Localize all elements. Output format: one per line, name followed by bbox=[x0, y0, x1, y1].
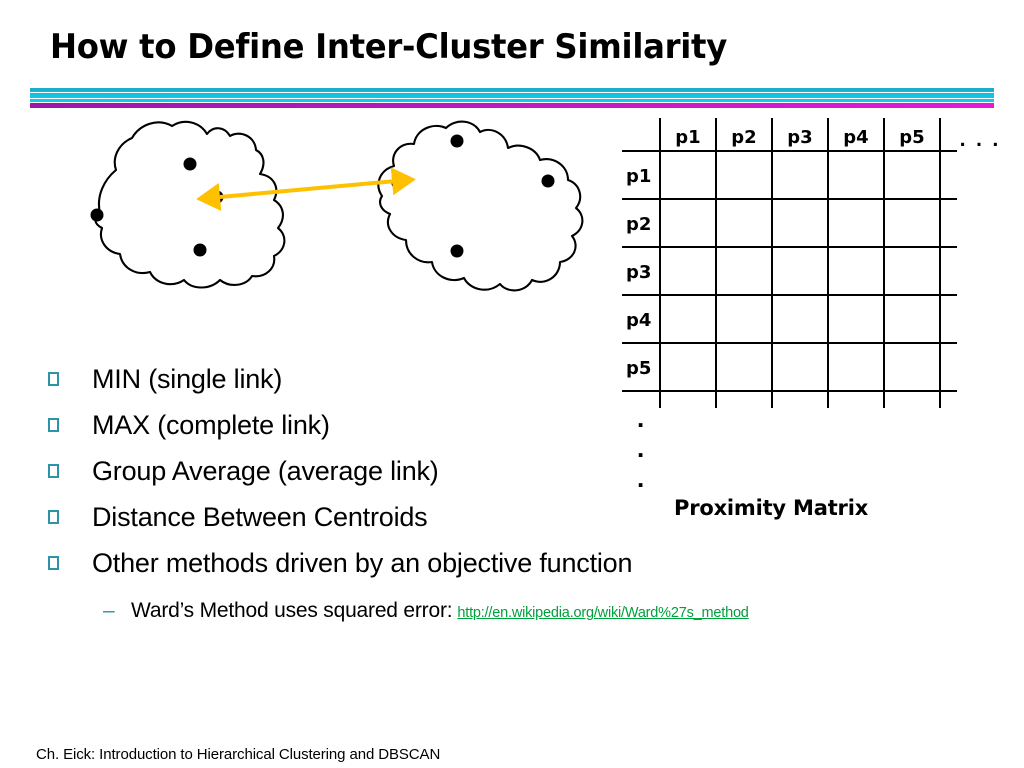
matrix-col-header: p4 bbox=[843, 127, 868, 148]
min-suffix: (single link) bbox=[140, 364, 283, 394]
list-item-label: Distance Between Centroids bbox=[92, 502, 428, 532]
matrix-col-header: p2 bbox=[731, 127, 756, 148]
square-bullet-icon bbox=[48, 416, 92, 436]
list-item-label: Other methods driven by an objective fun… bbox=[92, 548, 633, 578]
matrix-horizontal-lines bbox=[622, 150, 957, 392]
similarity-methods-list: MIN (single link) MAX (complete link) Gr… bbox=[48, 366, 749, 622]
matrix-row-ellipsis-dot: . bbox=[637, 433, 645, 463]
list-item-max[interactable]: MAX (complete link) bbox=[48, 412, 608, 458]
matrix-column-headers: p1 p2 p3 p4 p5 . . . bbox=[675, 127, 1000, 151]
matrix-row-header: p4 bbox=[626, 310, 651, 331]
data-point bbox=[541, 174, 555, 188]
divider-bar-cyan-thin bbox=[30, 99, 994, 102]
matrix-row-header: p5 bbox=[626, 358, 651, 379]
divider bbox=[30, 88, 994, 108]
matrix-col-header: p5 bbox=[899, 127, 924, 148]
list-item-label: MAX (complete link) bbox=[92, 410, 330, 440]
list-item-label: Group Average (average link) bbox=[92, 456, 439, 486]
data-point bbox=[183, 157, 197, 171]
matrix-vertical-lines bbox=[659, 118, 941, 408]
matrix-row-ellipsis-dot: . bbox=[637, 403, 645, 433]
matrix-row-ellipsis-dot: . bbox=[637, 463, 645, 493]
page-title: How to Define Inter-Cluster Similarity bbox=[50, 27, 727, 67]
sub-list-item-label: Ward’s Method uses squared error:http://… bbox=[131, 600, 749, 621]
min-keyword: MIN bbox=[92, 364, 141, 394]
matrix-row-header: p2 bbox=[626, 214, 651, 235]
divider-bar-cyan bbox=[30, 93, 994, 98]
proximity-matrix: p1 p2 p3 p4 p5 . . . p1 p2 p3 p4 p5 . . … bbox=[612, 118, 1012, 491]
wards-method-text: Ward’s Method uses squared error: bbox=[131, 599, 453, 622]
divider-bar-magenta bbox=[30, 103, 994, 108]
matrix-col-header: p3 bbox=[787, 127, 812, 148]
matrix-row-headers: p1 p2 p3 p4 p5 bbox=[626, 166, 651, 379]
proximity-matrix-caption: Proximity Matrix bbox=[674, 496, 869, 520]
list-item-group-average[interactable]: Group Average (average link) bbox=[48, 458, 608, 504]
wards-method-link[interactable]: http://en.wikipedia.org/wiki/Ward%27s_me… bbox=[457, 605, 749, 621]
list-item-min[interactable]: MIN (single link) bbox=[48, 366, 608, 412]
square-bullet-icon bbox=[48, 370, 92, 390]
matrix-row-header: p1 bbox=[626, 166, 651, 187]
divider-bar-teal bbox=[30, 88, 994, 92]
list-item-label: MIN (single link) bbox=[92, 366, 282, 393]
square-bullet-icon bbox=[48, 508, 92, 528]
square-bullet-icon bbox=[48, 554, 92, 574]
sub-list-item-wards-method[interactable]: – Ward’s Method uses squared error:http:… bbox=[48, 599, 749, 622]
data-point bbox=[450, 134, 464, 148]
data-point bbox=[193, 243, 207, 257]
data-point bbox=[90, 208, 104, 222]
matrix-col-header: p1 bbox=[675, 127, 700, 148]
right-cluster-outline bbox=[377, 120, 584, 292]
list-item-centroids[interactable]: Distance Between Centroids bbox=[48, 504, 608, 550]
matrix-col-ellipsis: . . . bbox=[959, 131, 1000, 151]
list-item-other-methods[interactable]: Other methods driven by an objective fun… bbox=[48, 550, 633, 596]
matrix-row-header: p3 bbox=[626, 262, 651, 283]
min-link-arrow bbox=[196, 167, 416, 211]
dash-bullet-icon: – bbox=[103, 599, 115, 622]
square-bullet-icon bbox=[48, 462, 92, 482]
cluster-diagram bbox=[60, 118, 600, 298]
left-cluster-outline bbox=[94, 120, 286, 289]
data-point bbox=[450, 244, 464, 258]
footer-attribution: Ch. Eick: Introduction to Hierarchical C… bbox=[36, 746, 441, 763]
